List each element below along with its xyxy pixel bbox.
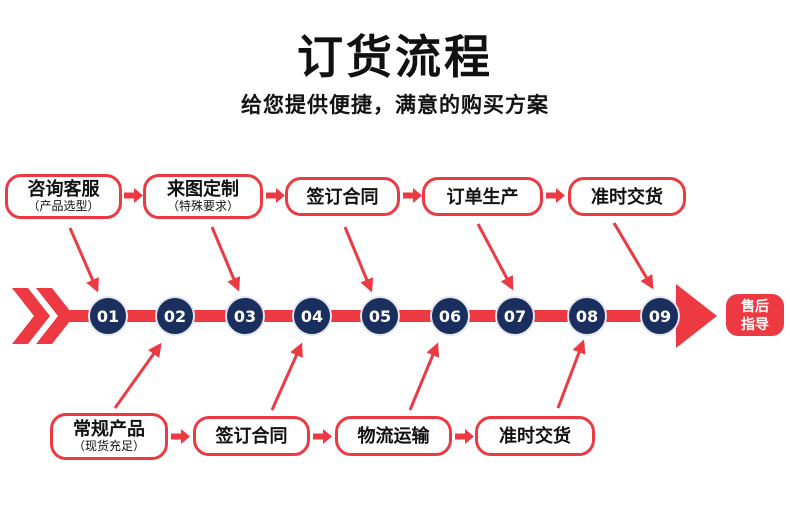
after-sales-badge: 售后 指导 — [726, 294, 784, 336]
right-arrow-icon — [266, 188, 285, 203]
after-sales-line1: 售后 — [741, 298, 769, 314]
flow-box-subtitle: （产品选型） — [27, 199, 100, 213]
step-circle-01: 01 — [88, 296, 128, 336]
flow-box-title: 签订合同 — [215, 426, 288, 446]
after-sales-line2: 指导 — [741, 316, 769, 332]
flow-box-title: 准时交货 — [591, 186, 663, 207]
step-number: 04 — [300, 306, 324, 326]
flow-box-subtitle: （现货充足） — [72, 439, 145, 453]
connector-arrow — [210, 226, 241, 292]
step-number: 02 — [163, 306, 187, 326]
step-number: 03 — [233, 306, 257, 326]
connector-arrow — [343, 226, 374, 293]
flow-box-logistics: 物流运输 — [335, 416, 452, 456]
flow-box-custom-drawing: 来图定制 （特殊要求） — [143, 174, 263, 219]
flow-box-sign-contract-bottom: 签订合同 — [193, 416, 310, 456]
page-subtitle: 给您提供便捷，满意的购买方案 — [241, 94, 549, 117]
right-arrow-icon — [171, 429, 190, 444]
flow-box-consult: 咨询客服 （产品选型） — [5, 174, 122, 219]
right-arrow-icon — [455, 429, 474, 444]
step-number: 01 — [96, 306, 120, 326]
page-title: 订货流程 — [297, 31, 493, 83]
right-arrow-icon — [313, 429, 332, 444]
flow-box-title: 订单生产 — [446, 186, 519, 207]
right-arrow-icon — [403, 188, 422, 203]
top-connector-arrows — [68, 222, 654, 293]
step-circle-05: 05 — [360, 296, 400, 336]
flow-box-title: 来图定制 — [167, 179, 239, 199]
step-number: 09 — [648, 306, 672, 326]
step-number: 08 — [575, 306, 599, 326]
flow-box-on-time-delivery-bottom: 准时交货 — [475, 416, 595, 456]
flow-box-order-production: 订单生产 — [422, 177, 543, 216]
step-number: 05 — [368, 306, 392, 326]
step-circle-04: 04 — [292, 296, 332, 336]
right-arrow-icon — [124, 188, 143, 203]
step-circle-03: 03 — [225, 296, 265, 336]
flow-box-on-time-delivery-top: 准时交货 — [568, 177, 686, 216]
step-number: 06 — [438, 306, 462, 326]
step-number: 07 — [503, 306, 527, 326]
step-circle-06: 06 — [430, 296, 470, 336]
bottom-connector-arrows — [113, 339, 586, 411]
connector-arrow — [270, 342, 303, 411]
flow-box-title: 物流运输 — [357, 426, 430, 446]
step-circle-07: 07 — [495, 296, 535, 336]
connector-arrow — [113, 342, 162, 409]
flow-box-title: 咨询客服 — [27, 179, 100, 199]
flow-box-sign-contract-top: 签订合同 — [285, 177, 400, 216]
connector-arrow — [408, 342, 440, 411]
step-circle-09: 09 — [640, 296, 680, 336]
flow-box-title: 准时交货 — [499, 426, 571, 446]
connector-arrow — [476, 223, 514, 291]
flow-arrowhead-icon — [676, 284, 717, 348]
connector-arrow — [68, 227, 99, 293]
right-arrow-icon — [546, 188, 565, 203]
flow-box-subtitle: （特殊要求） — [166, 199, 239, 213]
connector-arrow — [612, 222, 654, 290]
flow-box-title: 签订合同 — [306, 186, 379, 207]
step-circle-08: 08 — [567, 296, 607, 336]
flow-box-title: 常规产品 — [73, 419, 145, 439]
step-circle-02: 02 — [155, 296, 195, 336]
flow-box-standard-product: 常规产品 （现货充足） — [50, 413, 168, 460]
connector-arrow — [556, 339, 586, 409]
